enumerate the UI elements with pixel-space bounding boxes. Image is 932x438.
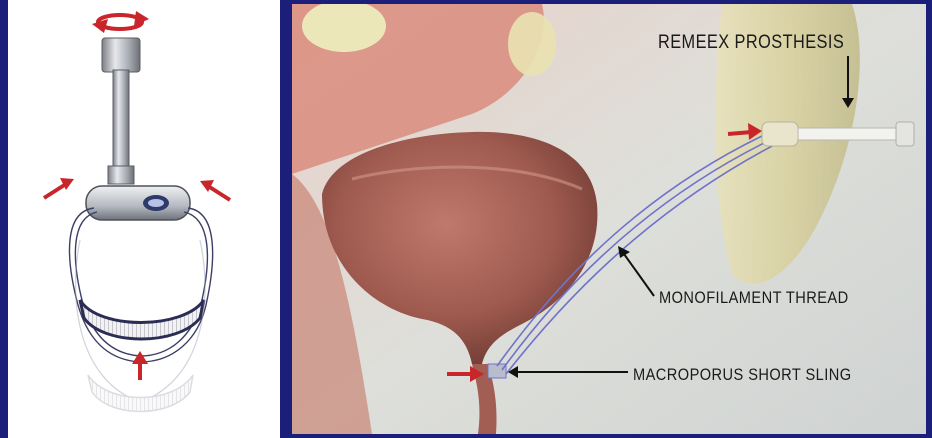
label-macroporus-short-sling: MACROPORUS SHORT SLING [633,365,852,385]
label-remeex-prosthesis: REMEEX PROSTHESIS [658,32,844,54]
device-schematic [8,0,280,438]
varitensor-body [86,186,190,220]
rotation-arrow-icon [92,11,149,33]
label-monofilament-thread: MONOFILAMENT THREAD [659,288,849,308]
shaft-connector [108,166,134,184]
short-sling [488,364,506,378]
mesh-sling [80,300,204,339]
arrow-left-icon [44,178,74,198]
anatomy-illustration-panel: REMEEX PROSTHESIS MONOFILAMENT THREAD MA… [292,4,926,434]
bone-fragment [508,12,556,76]
manipulator-shaft [113,70,129,170]
manipulator-knob [102,38,140,72]
device-schematic-panel [8,0,280,438]
arrow-right-icon [200,180,230,200]
